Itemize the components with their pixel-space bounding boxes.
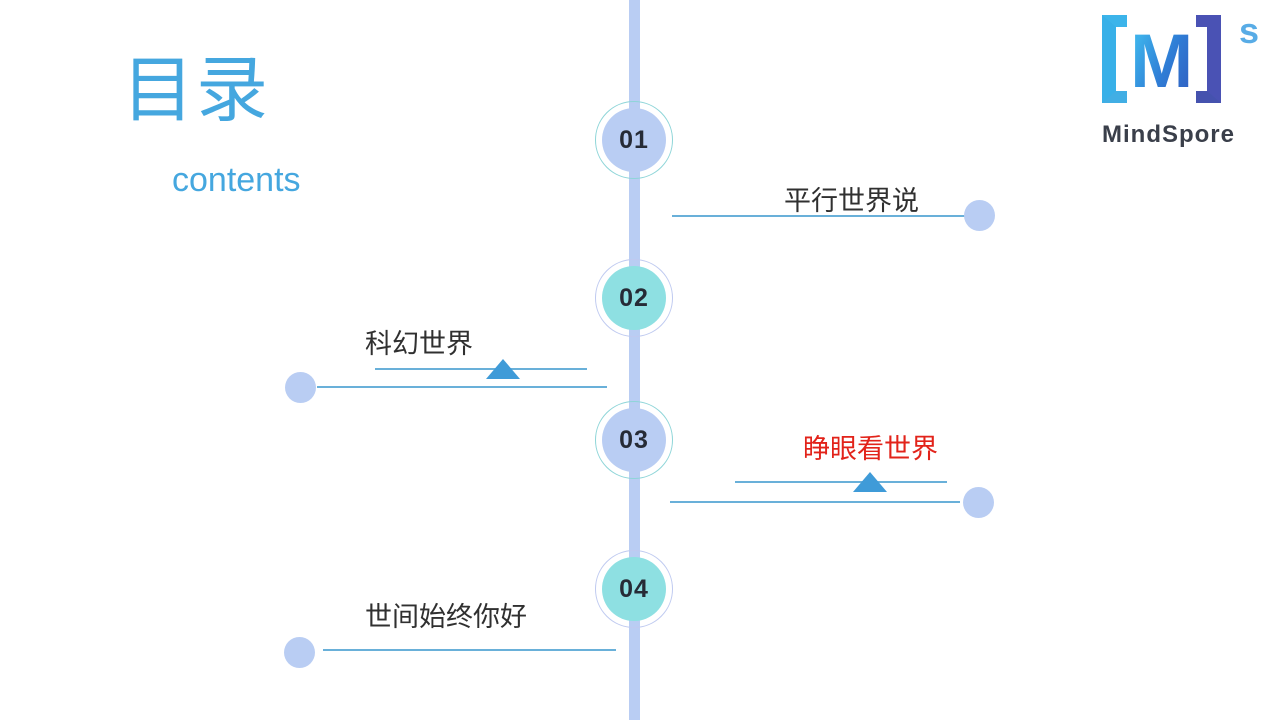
toc-label-4: 世间始终你好 xyxy=(365,602,527,632)
timeline-node-04: 04 xyxy=(595,550,673,628)
logo-wordmark: MindSpore xyxy=(1102,121,1235,148)
node-ring xyxy=(595,401,673,479)
timeline-node-02: 02 xyxy=(595,259,673,337)
triangle-marker-2 xyxy=(486,359,520,379)
triangle-marker-3 xyxy=(853,472,887,492)
page-subtitle: contents xyxy=(172,161,301,199)
logo-letter-m: M xyxy=(1130,19,1194,104)
node-number: 01 xyxy=(619,125,649,154)
mindspore-logo: M s MindSpore xyxy=(1102,10,1259,149)
logo-superscript-s: s xyxy=(1238,10,1259,51)
node-number: 03 xyxy=(619,425,649,454)
toc-label-2: 科幻世界 xyxy=(365,329,473,359)
node-circle: 03 xyxy=(602,408,666,472)
toc-line-4 xyxy=(323,649,616,651)
mindspore-logo-icon: M s xyxy=(1102,10,1259,104)
node-number: 04 xyxy=(619,574,649,603)
toc-underline-2 xyxy=(375,368,587,370)
node-circle: 02 xyxy=(602,266,666,330)
node-circle: 04 xyxy=(602,557,666,621)
node-ring xyxy=(595,101,673,179)
toc-line-3 xyxy=(670,501,960,503)
end-dot-2 xyxy=(285,372,316,403)
timeline-spine xyxy=(629,0,640,720)
end-dot-1 xyxy=(964,200,995,231)
end-dot-3 xyxy=(963,487,994,518)
timeline-node-01: 01 xyxy=(595,101,673,179)
toc-underline-3 xyxy=(735,481,947,483)
logo-bracket-right-icon xyxy=(1196,15,1222,103)
toc-label-3-highlighted: 睁眼看世界 xyxy=(803,434,938,464)
node-number: 02 xyxy=(619,283,649,312)
toc-line-1 xyxy=(672,215,966,217)
end-dot-4 xyxy=(284,637,315,668)
node-circle: 01 xyxy=(602,108,666,172)
timeline-node-03: 03 xyxy=(595,401,673,479)
toc-line-2 xyxy=(317,386,607,388)
toc-label-1: 平行世界说 xyxy=(784,186,919,216)
node-ring xyxy=(595,259,673,337)
logo-bracket-left-icon xyxy=(1102,15,1127,103)
page-title: 目录 xyxy=(122,51,271,131)
node-ring xyxy=(595,550,673,628)
